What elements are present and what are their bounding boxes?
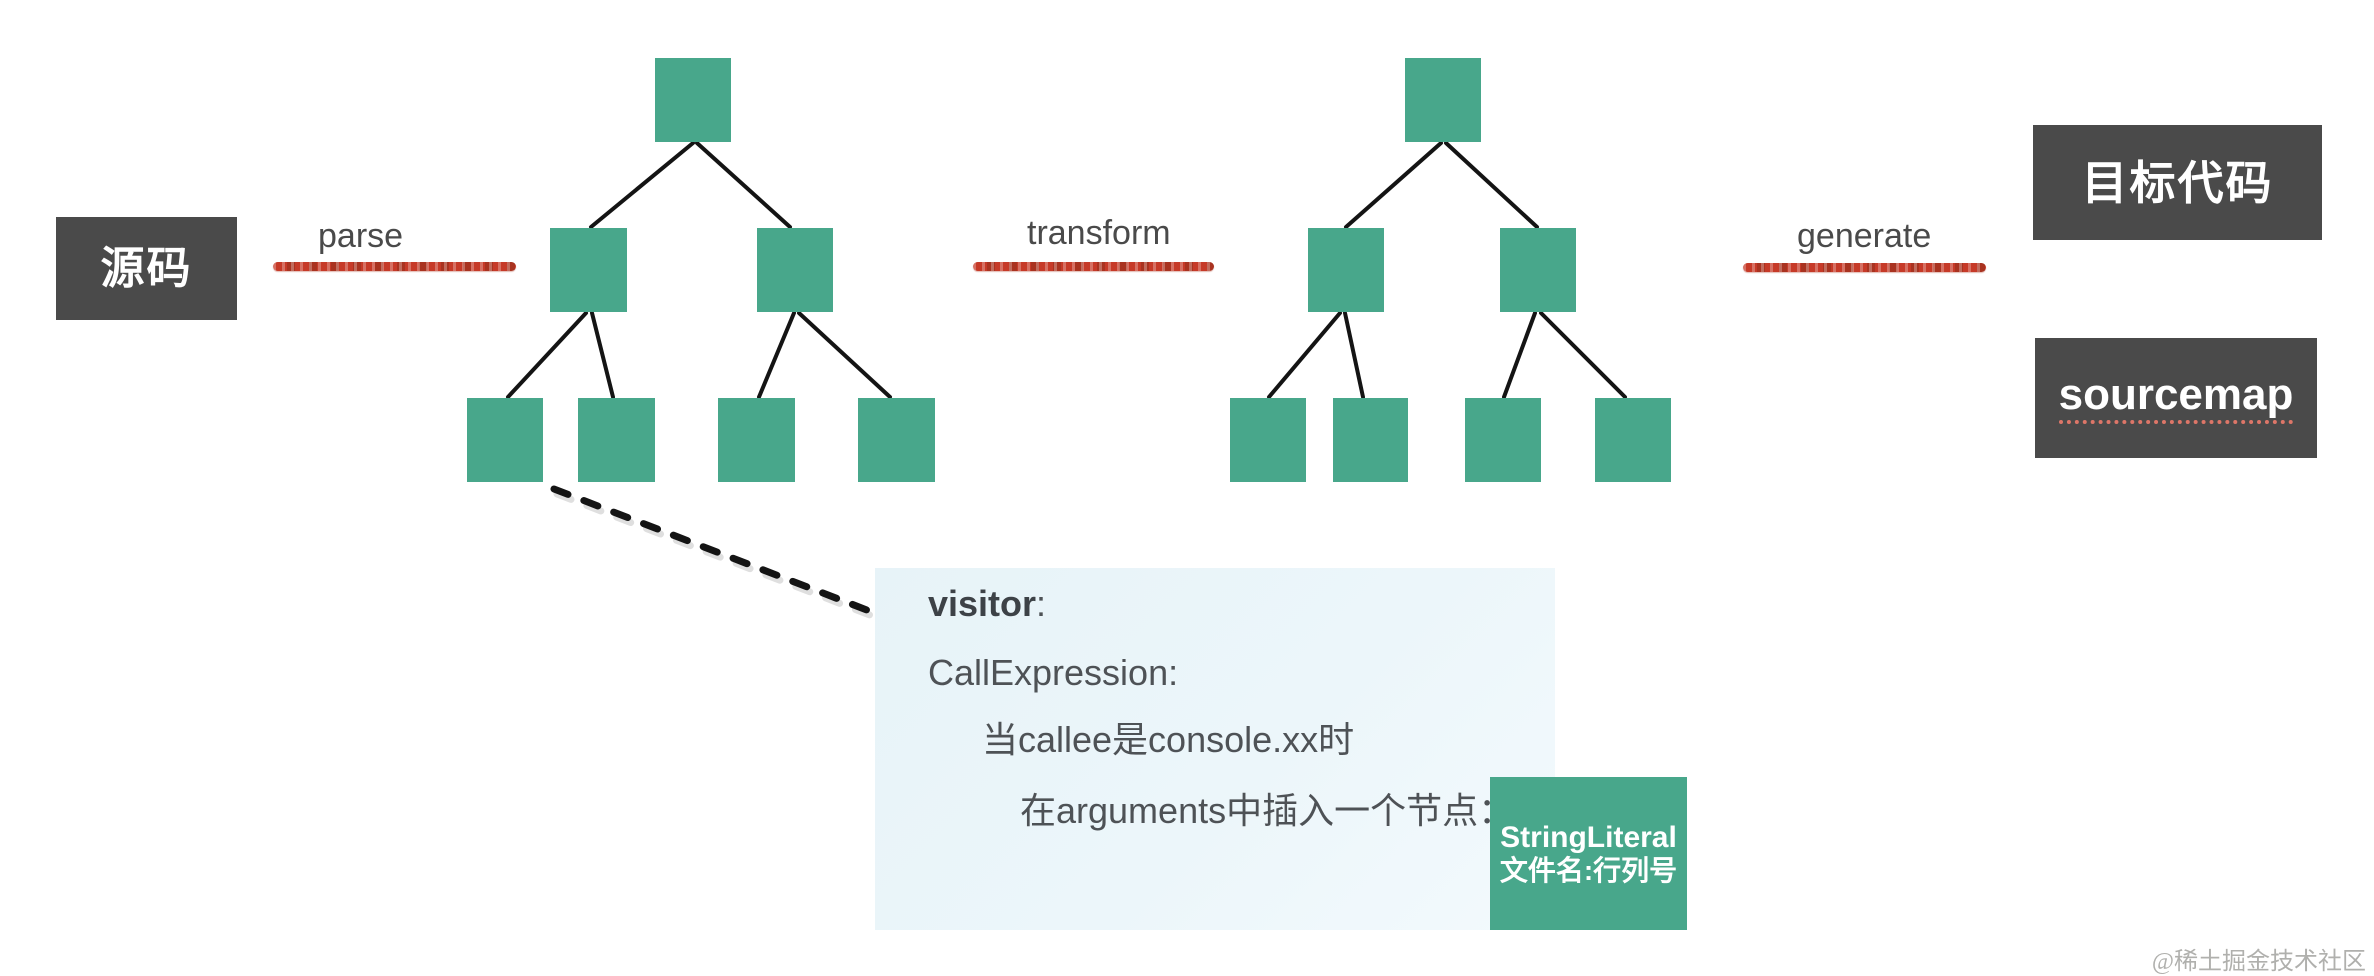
visitor-note-line-condition: 当callee是console.xx时 [982, 719, 1355, 760]
tree-edge [590, 311, 615, 399]
parse-arrow-line [273, 262, 516, 271]
tree-edge [1502, 311, 1537, 399]
watermark-text: @稀土掘金技术社区 [2151, 949, 2366, 975]
visitor-note-title-colon: : [1036, 583, 1047, 624]
visitor-note-title-bold: visitor [928, 583, 1037, 624]
tree1-leaf-1-node [467, 398, 543, 482]
tree1-child-left-node [550, 228, 627, 312]
string-literal-node: StringLiteral 文件名:行列号 [1490, 777, 1687, 930]
tree2-leaf-1-node [1230, 398, 1306, 482]
tree2-leaf-3-node [1465, 398, 1541, 482]
sourcemap-label: sourcemap [2058, 372, 2294, 424]
target-code-label: 目标代码 [2081, 156, 2274, 209]
sourcemap-box: sourcemap [2035, 338, 2317, 458]
tree-edge [506, 311, 588, 399]
tree2-leaf-2-node [1333, 398, 1408, 482]
tree2-leaf-4-node [1595, 398, 1671, 482]
string-literal-node-type: StringLiteral [1500, 820, 1677, 854]
visitor-note-title: visitor: [928, 583, 1046, 624]
tree1-leaf-4-node [858, 398, 935, 482]
target-code-box: 目标代码 [2033, 125, 2322, 240]
tree-edge [1444, 141, 1539, 229]
visitor-note-line-callexpression: CallExpression: [928, 652, 1179, 693]
transform-stage-label: transform [1027, 214, 1171, 252]
generate-arrow-line [1743, 263, 1986, 272]
tree1-root-node [655, 58, 731, 142]
tree2-root-node [1405, 58, 1481, 142]
tree-edge [1539, 311, 1627, 399]
tree2-child-left-node [1308, 228, 1384, 312]
tree-edge [695, 141, 792, 229]
tree-edge [797, 311, 892, 399]
visitor-note-panel: visitor: CallExpression: 当callee是console… [875, 568, 1555, 930]
tree1-leaf-3-node [718, 398, 795, 482]
dashed-connector-shadow [553, 490, 879, 621]
tree-edge [589, 141, 695, 229]
parse-stage-label: parse [318, 217, 404, 255]
transform-arrow-line [973, 262, 1214, 271]
source-code-box: 源码 [56, 217, 237, 320]
generate-stage-label: generate [1797, 217, 1932, 255]
tree-edge [1267, 311, 1342, 399]
source-code-label: 源码 [100, 243, 193, 293]
tree1-child-right-node [757, 228, 833, 312]
tree1-leaf-2-node [578, 398, 655, 482]
visitor-note-line-action: 在arguments中插入一个节点： [1020, 790, 1515, 831]
tree2-child-right-node [1500, 228, 1576, 312]
tree-edge [1343, 311, 1365, 399]
tree-edge [757, 311, 796, 399]
tree-edge [1344, 141, 1443, 229]
string-literal-node-value: 文件名:行列号 [1499, 854, 1678, 886]
dashed-connector-line [550, 485, 876, 616]
